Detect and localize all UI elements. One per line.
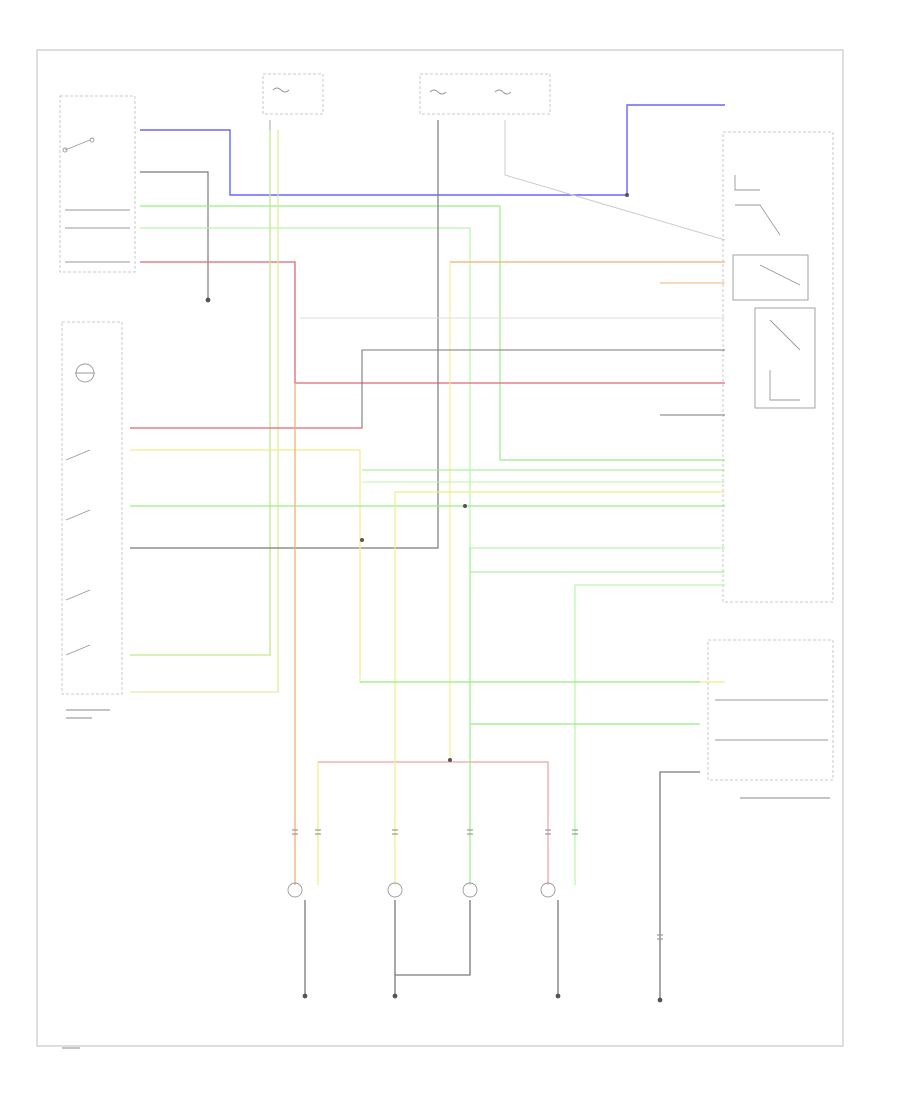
ground-wires	[304, 900, 559, 995]
gauge-assembly-box	[707, 639, 834, 781]
wire-black-fuse2	[130, 120, 439, 549]
connector-marks	[292, 829, 663, 940]
wire-green-right-front	[574, 584, 725, 885]
wire-green-left	[140, 205, 725, 461]
wire-green-right	[140, 227, 725, 549]
turn-lights	[287, 882, 556, 898]
junction-dots	[360, 193, 629, 762]
wire-red-hazard	[140, 261, 725, 384]
hazard-turn-switch-box	[59, 95, 136, 273]
fuse-box-2	[419, 73, 551, 115]
wire-black-mux-1	[130, 349, 725, 429]
fuse-box-1	[262, 73, 324, 130]
wire-black-hazard-ground	[140, 171, 209, 300]
lighting-switch-box	[61, 321, 123, 695]
wire-yellow-left-side	[394, 491, 725, 885]
ground-symbols	[205, 297, 663, 1003]
wire-yellow-green-2	[130, 130, 279, 693]
wire-yellow-lighting	[130, 449, 725, 683]
label-placeholders	[62, 709, 830, 1049]
multiplex-control-unit-box	[722, 131, 834, 603]
wire-yellow-green-fuse	[130, 130, 271, 656]
diagram-frame	[36, 49, 844, 1047]
wire-pink-cross	[318, 761, 549, 885]
wire-blue-hazard	[140, 104, 725, 196]
wire-black-gauge-ground	[659, 771, 700, 1000]
wire-gray-fuse2	[504, 120, 726, 241]
